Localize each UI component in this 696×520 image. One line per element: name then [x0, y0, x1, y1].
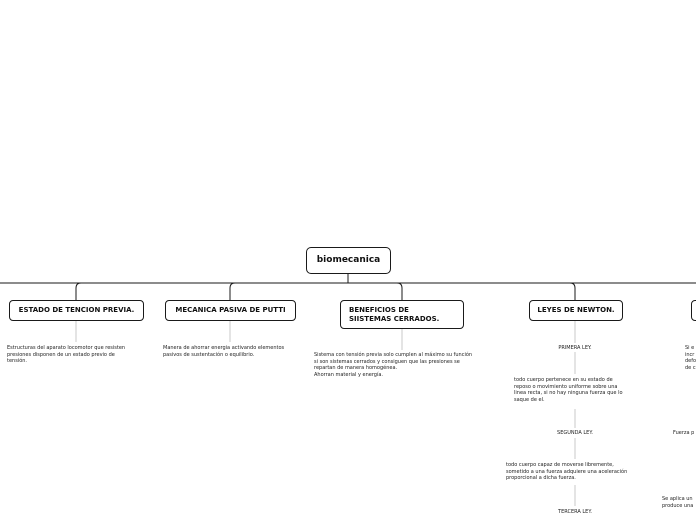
law-description: todo cuerpo pertenece en su estado de re…	[514, 377, 623, 403]
root-label: biomecanica	[316, 255, 381, 265]
node-beneficios[interactable]: BENEFICIOS DE SIISTEMAS CERRADOS.	[340, 300, 464, 329]
law-title[interactable]: SEGUNDA LEY.	[557, 430, 593, 436]
partial-description: Se aplica un produce una	[662, 496, 694, 509]
node-label: BENEFICIOS DE SIISTEMAS CERRADOS.	[349, 305, 440, 323]
node-description: Manera de ahorrar energia activando elem…	[163, 345, 285, 358]
partial-description: Si e incr defo de c	[685, 345, 696, 371]
node-partial-right[interactable]	[691, 300, 696, 321]
node-label: MECANICA PASIVA DE PUTTI	[175, 306, 286, 314]
law-description: todo cuerpo capaz de moverse libremente,…	[506, 462, 628, 482]
node-label: ESTADO DE TENCION PREVIA.	[18, 306, 135, 314]
node-label: LEYES DE NEWTON.	[537, 306, 615, 314]
node-description: Sistema con tensión previa solo cumplen …	[314, 352, 473, 378]
partial-description: Fuerza p	[673, 430, 695, 436]
node-leyes-newton[interactable]: LEYES DE NEWTON.	[529, 300, 623, 321]
node-estado-tencion[interactable]: ESTADO DE TENCION PREVIA.	[9, 300, 144, 321]
law-title[interactable]: PRIMERA LEY.	[558, 345, 592, 351]
node-description: Estructuras del aparato locomotor que re…	[7, 345, 126, 365]
law-title[interactable]: TERCERA LEY.	[558, 509, 592, 515]
root-node[interactable]: biomecanica	[306, 247, 391, 274]
node-mecanica-pasiva[interactable]: MECANICA PASIVA DE PUTTI	[165, 300, 296, 321]
